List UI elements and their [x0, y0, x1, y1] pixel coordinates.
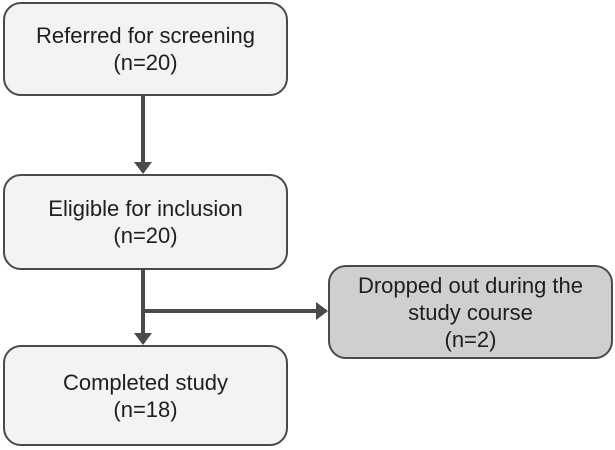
- dropped-label-line2: study course: [408, 299, 533, 325]
- completed-label: Completed study: [62, 369, 229, 395]
- referred-label: Referred for screening: [36, 23, 255, 48]
- completed-count: (n=18): [113, 396, 178, 422]
- dropped-label-line1: Dropped out during the: [357, 272, 584, 298]
- eligible-box: Eligible for inclusion (n=20): [3, 174, 288, 270]
- dropped-out-box: Dropped out during the study course (n=2…: [328, 265, 613, 359]
- eligible-count: (n=20): [113, 223, 178, 248]
- referred-count: (n=20): [113, 50, 178, 75]
- arrowhead-branch-to-dropped: [316, 302, 328, 320]
- completed-box: Completed study (n=18): [3, 345, 288, 446]
- arrowhead-eligible-to-completed: [134, 333, 152, 345]
- referred-box: Referred for screening (n=20): [3, 2, 288, 96]
- arrowhead-referred-to-eligible: [134, 162, 152, 174]
- eligible-label: Eligible for inclusion: [48, 196, 243, 221]
- dropped-count: (n=2): [444, 326, 497, 352]
